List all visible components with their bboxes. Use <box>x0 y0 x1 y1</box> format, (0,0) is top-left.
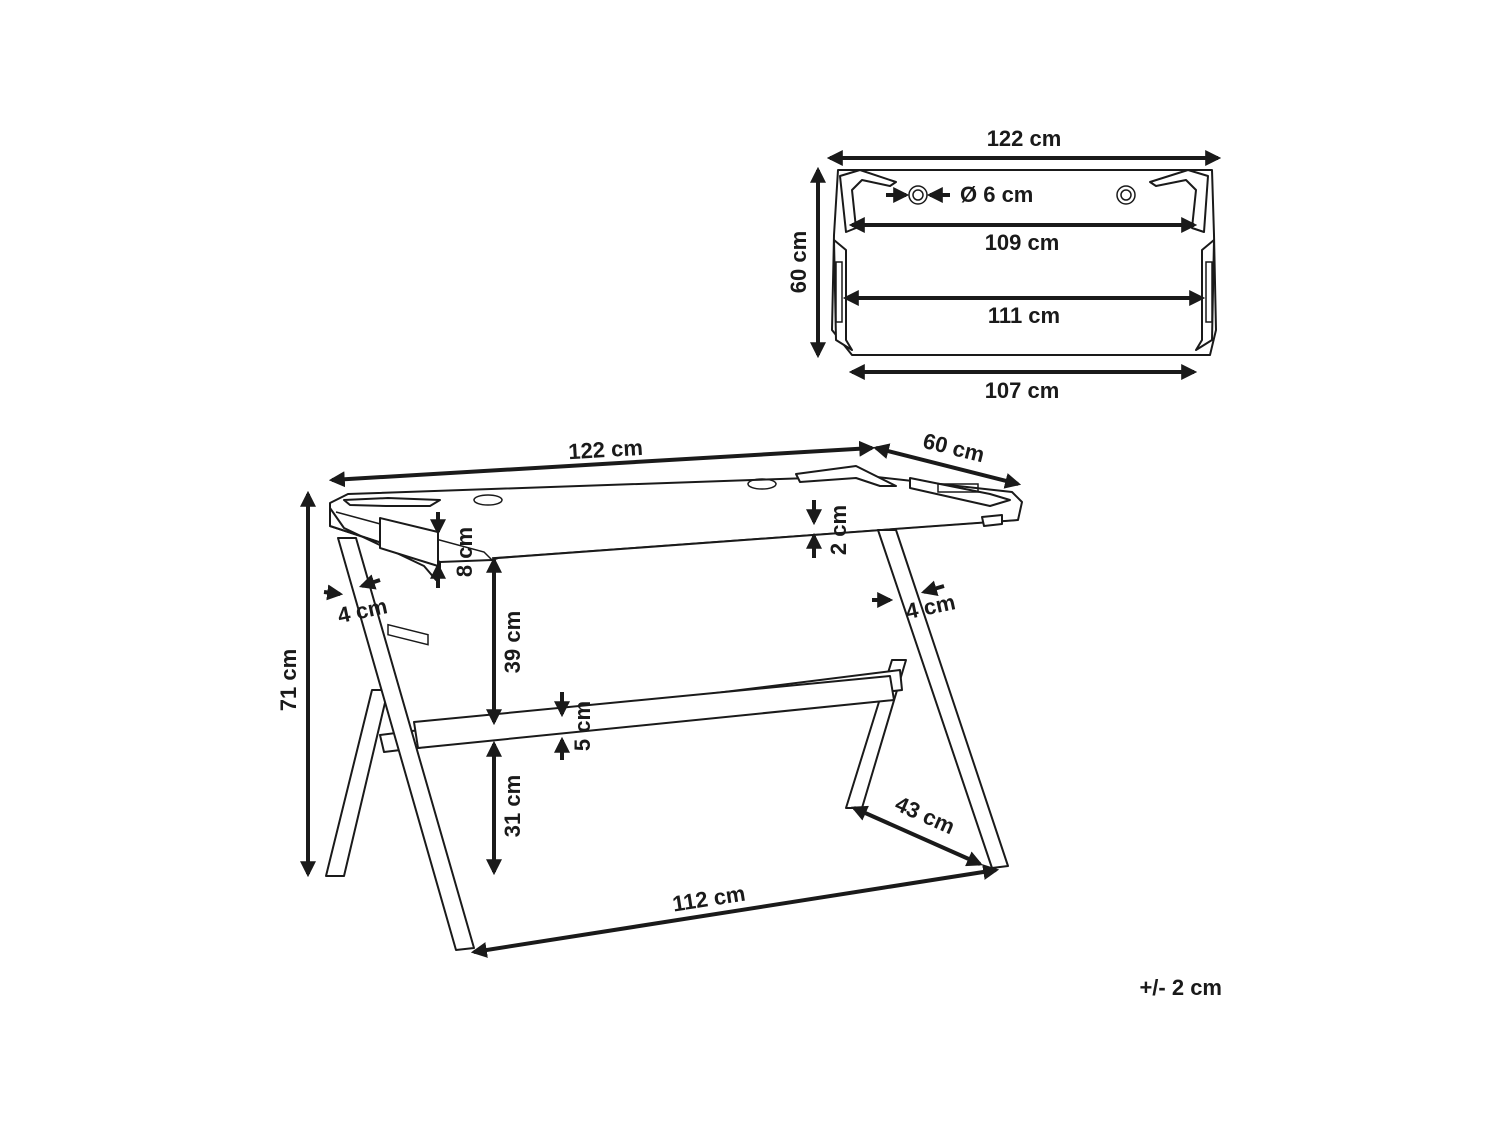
inner-top-label: 109 cm <box>985 230 1060 255</box>
lower-clearance-label: 31 cm <box>500 775 525 837</box>
panel-height-label: 8 cm <box>452 527 477 577</box>
tolerance-label: +/- 2 cm <box>1139 975 1222 1000</box>
back-left-leg <box>325 689 389 877</box>
top-view-right-led <box>1205 261 1213 323</box>
upper-clearance-label: 39 cm <box>500 611 525 673</box>
top-view: 122 cm Ø 6 cm 109 cm 60 cm 111 cm 107 cm <box>786 126 1222 403</box>
right-leg-arrow-out <box>920 580 945 596</box>
foot-arrow <box>851 805 983 867</box>
left-leg-arrow-in <box>323 584 344 601</box>
total-height-label: 71 cm <box>276 649 301 711</box>
top-width-label: 122 cm <box>987 126 1062 151</box>
left-wing <box>343 497 441 507</box>
bottom-width-label: 107 cm <box>985 378 1060 403</box>
top-view-left-led <box>835 261 843 323</box>
bar-height-label: 5 cm <box>570 701 595 751</box>
top-depth-label: 60 cm <box>786 231 811 293</box>
left-leg-arrow-out <box>358 574 381 590</box>
top-view-outline <box>831 169 1217 356</box>
front-crossbar <box>413 675 895 749</box>
top-view-right-wing <box>1149 169 1209 233</box>
persp-width-label: 122 cm <box>568 435 644 464</box>
front-right-leg <box>877 529 1009 869</box>
perspective-view: 122 cm 60 cm 2 cm 8 cm 4 cm 4 cm 71 cm 3… <box>276 428 1023 958</box>
leg-span-arrow <box>470 864 1000 958</box>
hole-diameter-label: Ø 6 cm <box>960 182 1033 207</box>
foot-depth-label: 43 cm <box>891 791 958 839</box>
left-cable-hole <box>473 494 503 506</box>
inner-mid-label: 111 cm <box>988 303 1060 328</box>
persp-width-arrow <box>328 440 876 488</box>
top-thickness-label: 2 cm <box>826 505 851 555</box>
persp-depth-arrow <box>872 443 1022 489</box>
top-view-right-hole <box>1116 185 1136 205</box>
